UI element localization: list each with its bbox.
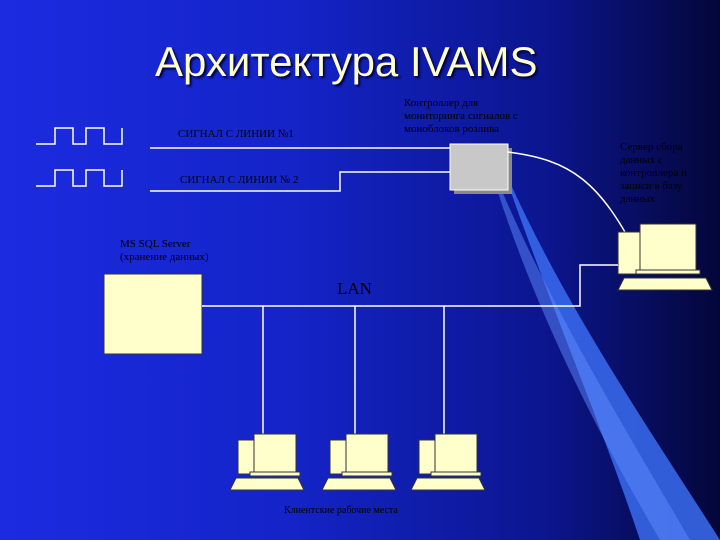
lan-bus	[202, 264, 618, 307]
slide-title: Архитектура IVAMS	[155, 38, 538, 85]
sql-server-box	[103, 273, 203, 355]
server-label: Сервер сбора данных с контроллера и запи…	[620, 141, 687, 205]
server-computer	[617, 223, 713, 291]
signal-wave-1	[36, 127, 123, 145]
workstation-2	[321, 433, 397, 491]
signal-line-2-connector	[150, 171, 452, 192]
controller-label: Контроллер для мониторинга сигналов с мо…	[404, 97, 518, 135]
workstation-3	[410, 433, 486, 491]
workstations-label: Клиентские рабочие места	[284, 505, 398, 516]
workstation-1	[229, 433, 305, 491]
signal-line-1-label: СИГНАЛ С ЛИНИИ №1	[178, 128, 294, 140]
lan-label: LAN	[337, 279, 372, 298]
signal-wave-2	[36, 169, 123, 187]
sql-server-label-line2: (хранение данных)	[120, 251, 209, 263]
decorative-swoosh	[500, 160, 720, 540]
signal-line-2-label: СИГНАЛ С ЛИНИИ № 2	[180, 174, 299, 186]
controller-device	[449, 143, 512, 194]
sql-server-label-line1: MS SQL Server	[120, 238, 191, 250]
